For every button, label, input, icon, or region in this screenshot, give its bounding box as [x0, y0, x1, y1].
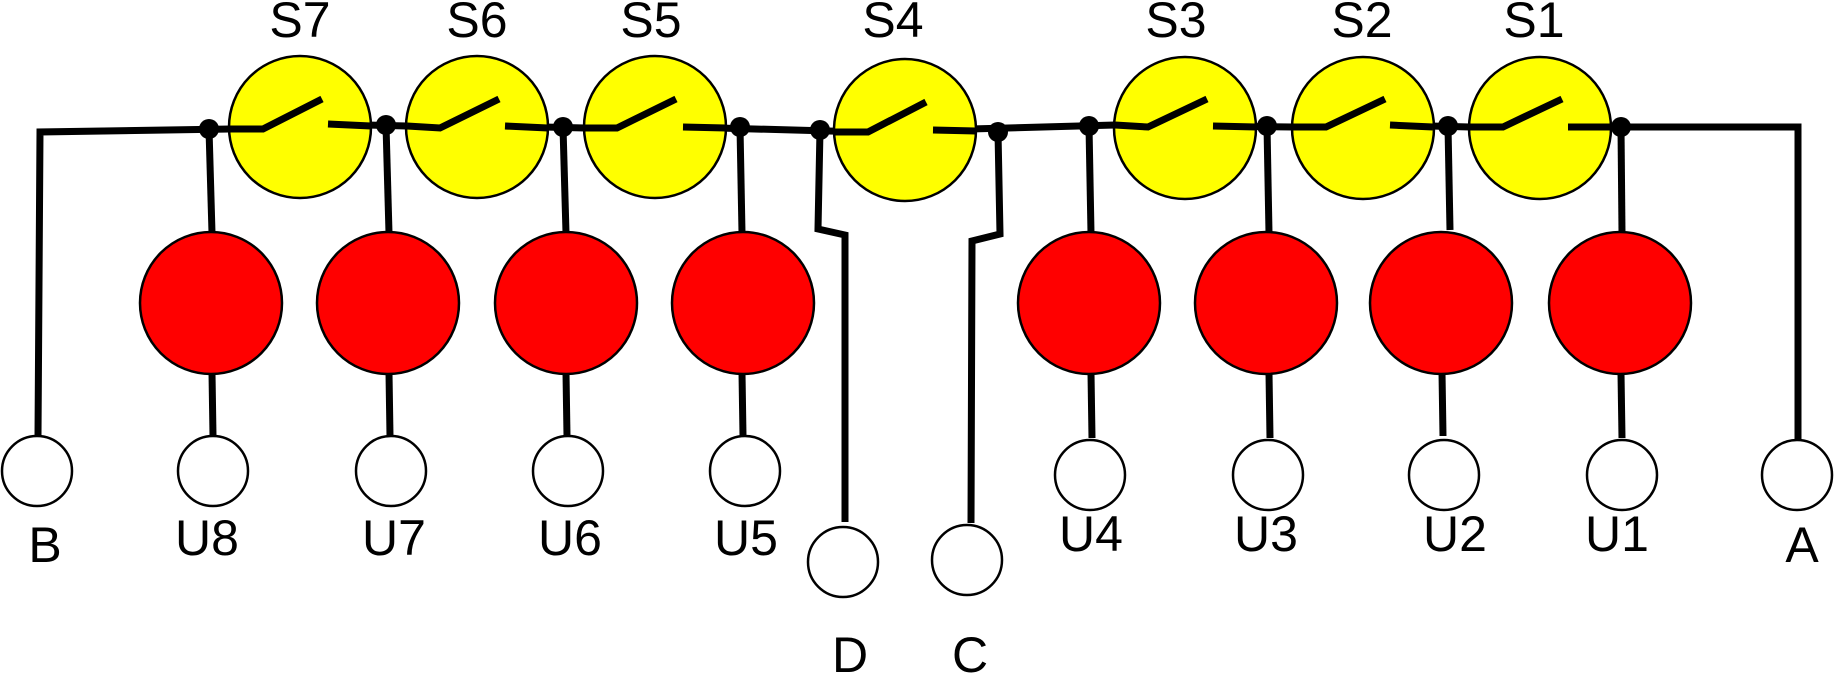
terminal-d	[806, 525, 880, 599]
label-u2: U2	[1423, 506, 1487, 562]
label-a: A	[1785, 517, 1819, 573]
label-s6: S6	[446, 0, 507, 48]
unit-u8	[138, 230, 284, 376]
drop-u4	[1085, 125, 1095, 234]
switch-s5	[582, 54, 728, 200]
junction-u5	[730, 117, 750, 137]
terminal-u4	[1053, 438, 1127, 512]
terminal-u8	[176, 434, 250, 508]
switch-s4	[832, 57, 978, 203]
terminal-labels: B D C A	[28, 517, 1819, 673]
stub-u6	[562, 372, 571, 437]
switch-s7	[227, 54, 373, 200]
junction-u1	[1611, 117, 1631, 137]
label-u1: U1	[1585, 506, 1649, 562]
bus-left-to-b	[34, 125, 231, 437]
label-d: D	[832, 627, 868, 673]
junction-u3	[1257, 116, 1277, 136]
junction-d	[810, 120, 830, 140]
label-s5: S5	[620, 0, 681, 48]
wire-d	[814, 129, 849, 522]
terminal-u6	[531, 434, 605, 508]
junction-u8	[199, 119, 219, 139]
junction-c	[988, 122, 1008, 142]
terminal-u2	[1407, 438, 1481, 512]
label-s7: S7	[269, 0, 330, 48]
unit-u7	[315, 230, 461, 376]
label-c: C	[952, 627, 988, 673]
terminal-u3	[1231, 438, 1305, 512]
unit-u3	[1193, 230, 1339, 376]
switch-group	[227, 54, 1613, 203]
label-s3: S3	[1145, 0, 1206, 48]
terminal-b	[0, 434, 74, 508]
drop-u6	[559, 126, 570, 234]
stub-u1	[1617, 372, 1626, 439]
switch-s2	[1290, 55, 1436, 201]
terminal-u1	[1585, 438, 1659, 512]
label-s2: S2	[1331, 0, 1392, 48]
label-s4: S4	[862, 0, 923, 48]
terminal-a	[1760, 438, 1834, 512]
drop-u1	[1617, 126, 1626, 234]
drop-u3	[1263, 125, 1273, 234]
junction-u7	[376, 115, 396, 135]
stub-u5	[738, 372, 747, 437]
junctions	[199, 115, 1631, 142]
unit-group	[138, 230, 1693, 376]
unit-u6	[493, 230, 639, 376]
terminal-u7	[354, 434, 428, 508]
switch-labels: S7 S6 S5 S4 S3 S2 S1	[269, 0, 1564, 48]
drop-u8	[205, 128, 216, 234]
unit-u4	[1016, 230, 1162, 376]
label-u7: U7	[362, 510, 426, 566]
label-s1: S1	[1503, 0, 1564, 48]
terminal-c	[930, 523, 1004, 597]
unit-u2	[1368, 230, 1514, 376]
stub-u3	[1265, 372, 1274, 439]
switch-s1	[1467, 55, 1613, 201]
label-u5: U5	[714, 510, 778, 566]
stub-u4	[1087, 372, 1096, 439]
drop-u2	[1444, 125, 1454, 231]
terminal-u5	[708, 434, 782, 508]
switch-s6	[404, 54, 550, 200]
stub-u2	[1438, 371, 1447, 437]
terminal-group	[0, 434, 1834, 599]
junction-u6	[553, 117, 573, 137]
stub-u7	[385, 372, 394, 437]
bus-right-to-a	[1568, 123, 1802, 440]
wire-c	[967, 131, 1004, 524]
drop-u7	[382, 124, 393, 234]
junction-u4	[1079, 116, 1099, 136]
junction-u2	[1438, 116, 1458, 136]
unit-u5	[670, 230, 816, 376]
unit-labels: U8 U7 U6 U5 U4 U3 U2 U1	[175, 506, 1649, 566]
stub-u8	[208, 372, 217, 437]
label-u8: U8	[175, 510, 239, 566]
unit-u1	[1547, 230, 1693, 376]
label-b: B	[28, 517, 61, 573]
label-u6: U6	[538, 510, 602, 566]
label-u4: U4	[1059, 506, 1123, 562]
drop-u5	[736, 126, 746, 234]
label-u3: U3	[1234, 506, 1298, 562]
switch-s3	[1112, 55, 1258, 201]
